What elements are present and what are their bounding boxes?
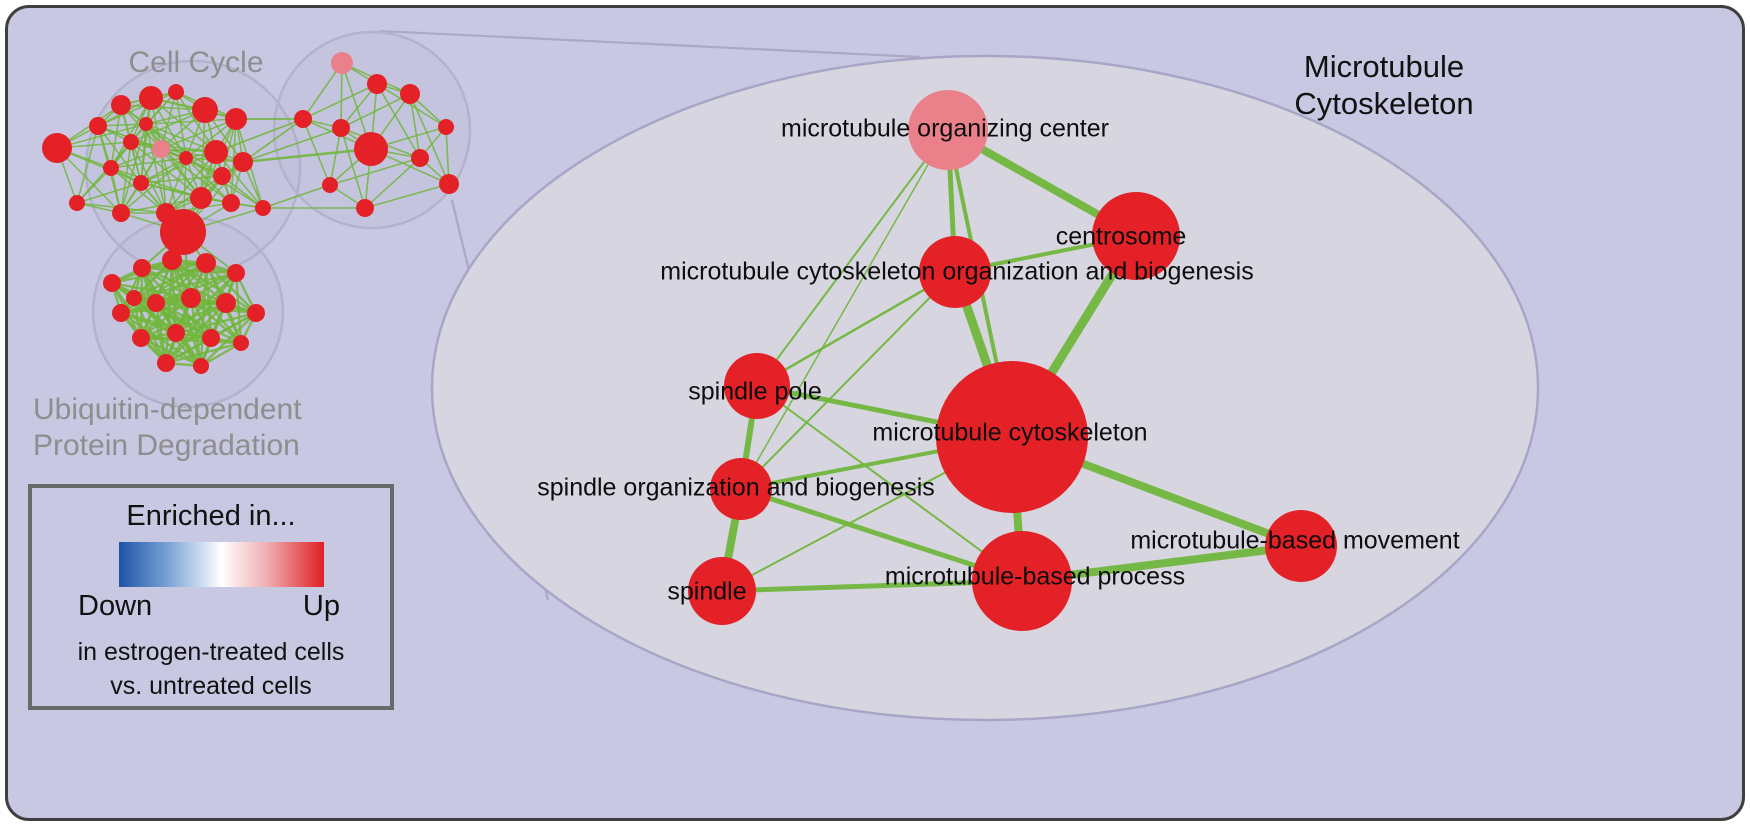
microtubule-cytoskeleton-title: Microtubule Cytoskeleton — [1294, 48, 1473, 122]
legend-caption-line2: vs. untreated cells — [110, 672, 312, 700]
ubiquitin-cluster-label-line1: Ubiquitin-dependent — [33, 393, 302, 426]
legend-box: Enriched in... Down Up in estrogen-treat… — [28, 484, 394, 710]
legend-caption-line1: in estrogen-treated cells — [77, 638, 345, 666]
ubiquitin-cluster-label-line2: Protein Degradation — [33, 429, 300, 462]
cell-cycle-cluster-label: Cell Cycle — [128, 46, 264, 79]
microtubule-cytoskeleton-title-line1: Microtubule — [1303, 49, 1465, 84]
legend-title: Enriched in... — [126, 500, 296, 532]
legend-endpoint-labels: Down Up — [78, 590, 340, 623]
legend-up-label: Up — [302, 590, 340, 622]
legend-down-label: Down — [78, 590, 153, 622]
legend-gradient-bar — [119, 542, 324, 587]
ubiquitin-cluster-label: Ubiquitin-dependent Protein Degradation — [33, 392, 302, 464]
microtubule-cytoskeleton-title-line2: Cytoskeleton — [1294, 86, 1474, 121]
